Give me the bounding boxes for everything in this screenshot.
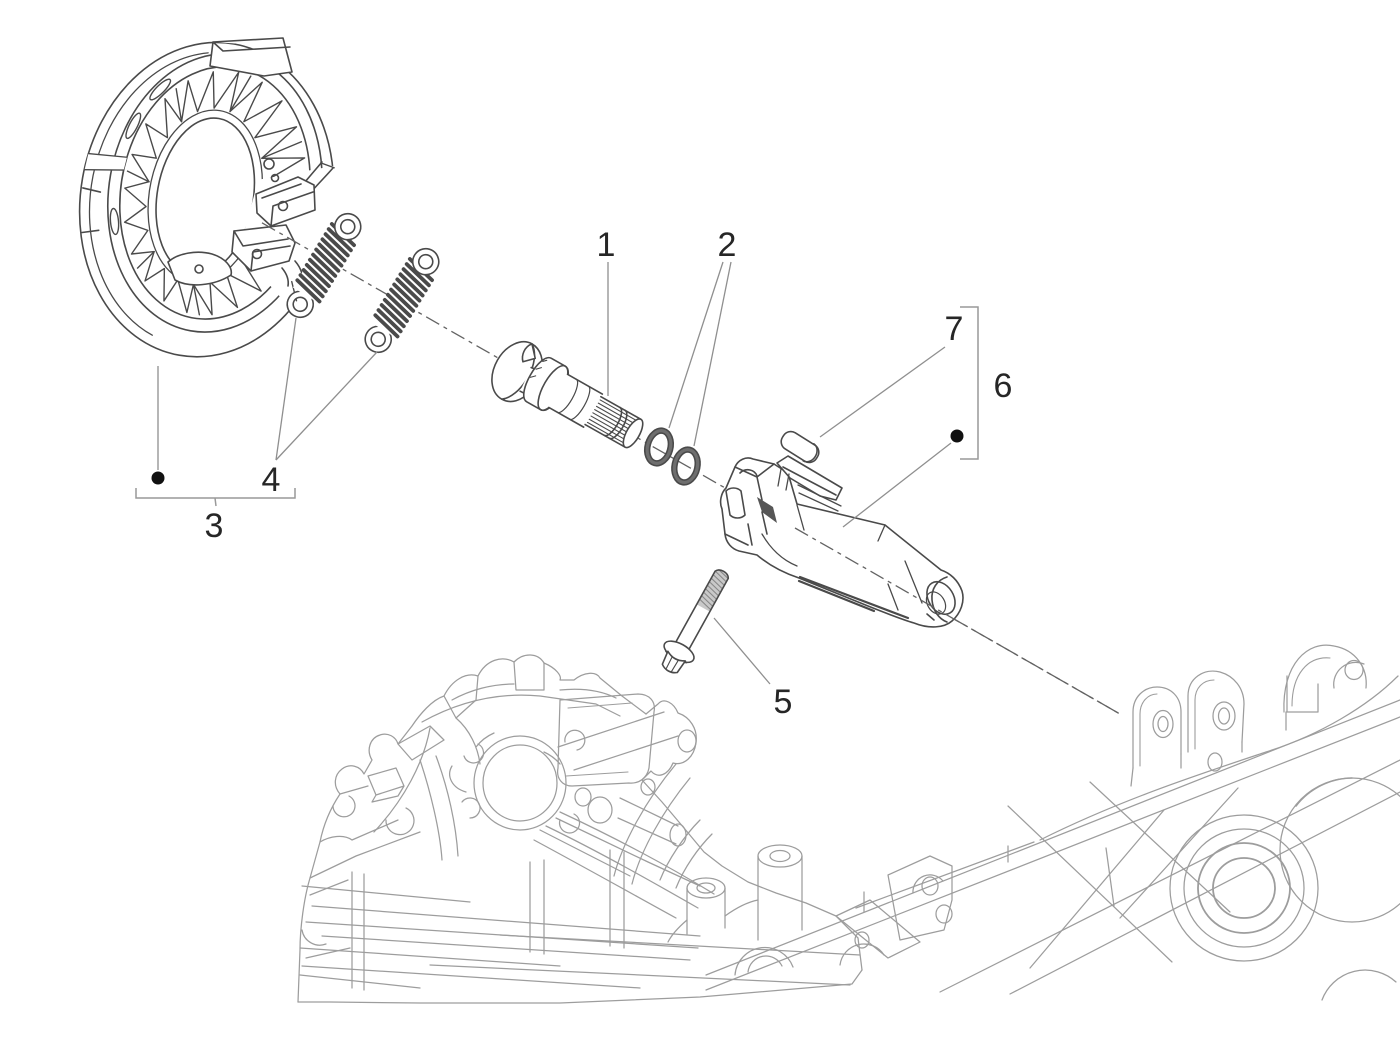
svg-text:7: 7 (945, 310, 964, 348)
svg-text:6: 6 (994, 367, 1013, 405)
svg-text:1: 1 (597, 226, 616, 264)
svg-text:4: 4 (262, 461, 281, 499)
svg-text:3: 3 (205, 507, 224, 545)
svg-text:5: 5 (774, 683, 793, 721)
svg-text:2: 2 (718, 226, 737, 264)
